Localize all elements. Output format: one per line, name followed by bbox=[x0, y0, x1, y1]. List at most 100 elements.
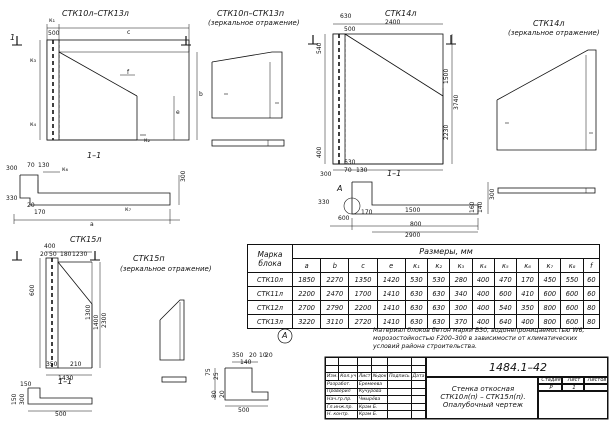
stamp-cell bbox=[370, 364, 389, 374]
table-cell: 630 bbox=[427, 286, 451, 301]
dim-k3: к₃ bbox=[30, 57, 37, 64]
table-cell: 400 bbox=[471, 272, 495, 287]
subtitle-mirror-3: (зеркальное отражение) bbox=[120, 265, 212, 273]
stk14-3740: 3740 bbox=[453, 94, 460, 110]
stamp-cell bbox=[324, 357, 340, 366]
stk15-1300: 1300 bbox=[85, 304, 92, 320]
section-label-2: 1–1 bbox=[387, 169, 402, 178]
stk14-400: 400 bbox=[316, 146, 323, 158]
sec2-2900: 2900 bbox=[405, 232, 421, 239]
table-cell: 2470 bbox=[320, 286, 350, 301]
stk10l-front-view bbox=[12, 24, 198, 141]
table-cell-mark: СТК13л bbox=[247, 314, 293, 329]
table-col-header: к₄ bbox=[471, 258, 495, 273]
stamp-signature bbox=[387, 410, 412, 419]
stk14-section-1-1 bbox=[330, 181, 489, 233]
node-label-a-circle: A bbox=[282, 331, 288, 340]
sec2-300r: 300 bbox=[489, 188, 496, 200]
dim-c: c bbox=[127, 29, 131, 36]
stamp-code-cell: 1484.1–42 bbox=[426, 357, 608, 377]
table-cell: 1350 bbox=[348, 272, 378, 287]
table-cell: 370 bbox=[449, 314, 473, 329]
table-cell: 300 bbox=[449, 300, 473, 315]
stamp-header-cell: №док bbox=[370, 372, 389, 381]
sec1-20: 20 bbox=[27, 202, 35, 209]
stk14p-mirror-view bbox=[496, 49, 597, 194]
table-cell: 2270 bbox=[320, 272, 350, 287]
stamp-name: Крам Б. bbox=[356, 402, 389, 412]
table-col-header: к₆ bbox=[515, 258, 540, 273]
table-col-header: к₃ bbox=[449, 258, 473, 273]
table-cell: 3110 bbox=[320, 314, 350, 329]
sec2-1500: 1500 bbox=[405, 207, 421, 214]
stage-label-cell: Стадия bbox=[538, 377, 562, 384]
table-cell: 2700 bbox=[291, 300, 322, 315]
stamp-cell bbox=[410, 364, 427, 374]
stk14-1500: 1500 bbox=[443, 68, 450, 84]
table-cell: 80 bbox=[582, 300, 601, 315]
stage-value-cell: Р bbox=[538, 384, 562, 391]
dim-500: 500 bbox=[48, 30, 60, 37]
table-cell: 2720 bbox=[348, 314, 378, 329]
title-stk14l-mirror: СТК14л bbox=[533, 19, 565, 28]
dim-b: b bbox=[199, 91, 203, 98]
stk15-150: 150 bbox=[20, 381, 32, 388]
cut-mark: 1 bbox=[10, 33, 16, 42]
stage-value: Р bbox=[549, 385, 553, 391]
table-cell-mark: СТК11л bbox=[247, 286, 293, 301]
table-cell: 630 bbox=[427, 314, 451, 329]
sec1-300r: 300 bbox=[180, 170, 187, 182]
table-cell: 600 bbox=[560, 286, 584, 301]
stamp-signature-row: Нач.гр.пр.Чмырёва bbox=[325, 395, 427, 404]
table-cell: 3220 bbox=[291, 314, 322, 329]
dim-k2: к₂ bbox=[144, 137, 151, 144]
stamp-name: Крам Б. bbox=[356, 410, 389, 419]
stamp-header-cell: Лист bbox=[356, 372, 372, 381]
subtitle-mirror-2: (зеркальное отражение) bbox=[508, 29, 600, 37]
node-140: 140 bbox=[240, 359, 252, 366]
table-cell: 340 bbox=[449, 286, 473, 301]
title-stk10p-13p: СТК10п–СТК13п bbox=[217, 9, 285, 18]
stamp-empty-row bbox=[324, 357, 427, 366]
stamp-date bbox=[410, 395, 427, 404]
table-cell: 640 bbox=[493, 314, 517, 329]
stk14-2230: 2230 bbox=[443, 124, 450, 140]
sec2-140: 140 bbox=[477, 201, 484, 213]
table-sizes-header: Размеры, мм bbox=[292, 244, 600, 259]
table-cell: 170 bbox=[515, 272, 540, 287]
sec1-300: 300 bbox=[6, 165, 18, 172]
stk15l-front-view bbox=[12, 251, 101, 412]
stk15-2300: 2300 bbox=[101, 312, 108, 328]
table-col-header: b bbox=[320, 258, 350, 273]
stk15-350: 350 bbox=[46, 361, 58, 368]
table-cell: 600 bbox=[560, 300, 584, 315]
table-col-header: e bbox=[376, 258, 406, 273]
table-cell: 350 bbox=[515, 300, 540, 315]
sheet-value: 1 bbox=[572, 385, 576, 391]
drawing-code: 1484.1–42 bbox=[489, 361, 547, 374]
sheets-value-cell bbox=[584, 384, 608, 391]
subtitle-mirror-1: (зеркальное отражение) bbox=[208, 19, 300, 27]
table-col-header: f bbox=[582, 258, 601, 273]
stamp-cell bbox=[370, 357, 389, 366]
sec1-70: 70 bbox=[27, 162, 35, 169]
sec1-a: a bbox=[90, 221, 94, 228]
stamp-cell bbox=[356, 357, 372, 366]
table-cell: 1410 bbox=[376, 300, 406, 315]
stk14-500: 500 bbox=[344, 26, 356, 33]
stk15-50: 50 bbox=[49, 251, 57, 258]
table-cell: 2790 bbox=[320, 300, 350, 315]
stk14l-front-view bbox=[308, 23, 456, 171]
stk10p-mirror-view bbox=[211, 51, 285, 147]
table-mark-header: Марка блока bbox=[247, 244, 293, 273]
dim-k1: к₁ bbox=[49, 17, 56, 24]
table-cell: 400 bbox=[471, 300, 495, 315]
stamp-header-cell: Подпись bbox=[387, 372, 412, 381]
